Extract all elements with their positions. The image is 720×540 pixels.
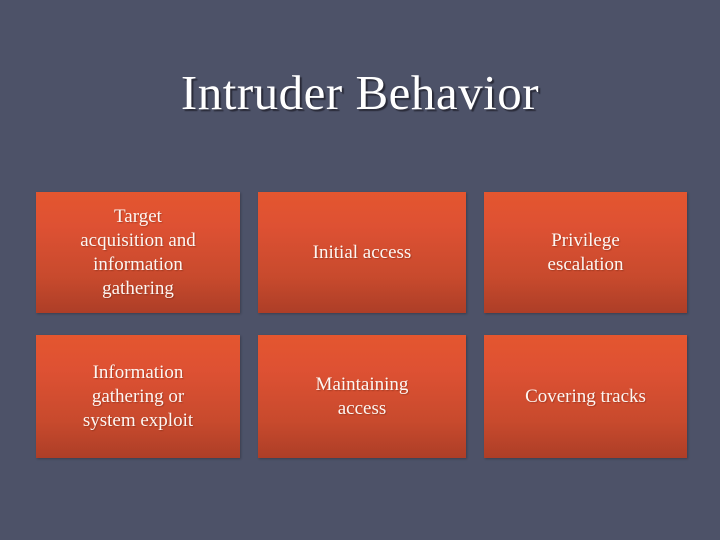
matrix-cell-label: Privilege escalation [547,229,624,275]
intruder-behavior-matrix: Target acquisition and information gathe… [36,192,687,458]
matrix-cell-label: Information gathering or system exploit [82,361,194,431]
matrix-cell-label: Covering tracks [525,385,646,407]
matrix-cell-label: Maintaining access [315,373,409,419]
matrix-cell-information-gathering-or-system-exploit[interactable]: Information gathering or system exploit [36,335,240,458]
matrix-cell-target-acquisition[interactable]: Target acquisition and information gathe… [36,192,240,313]
matrix-cell-label: Initial access [312,241,412,263]
matrix-cell-label: Target acquisition and information gathe… [80,205,196,299]
matrix-cell-initial-access[interactable]: Initial access [258,192,466,313]
matrix-cell-maintaining-access[interactable]: Maintaining access [258,335,466,458]
matrix-cell-covering-tracks[interactable]: Covering tracks [484,335,687,458]
page-title: Intruder Behavior [180,65,540,120]
matrix-cell-privilege-escalation[interactable]: Privilege escalation [484,192,687,313]
